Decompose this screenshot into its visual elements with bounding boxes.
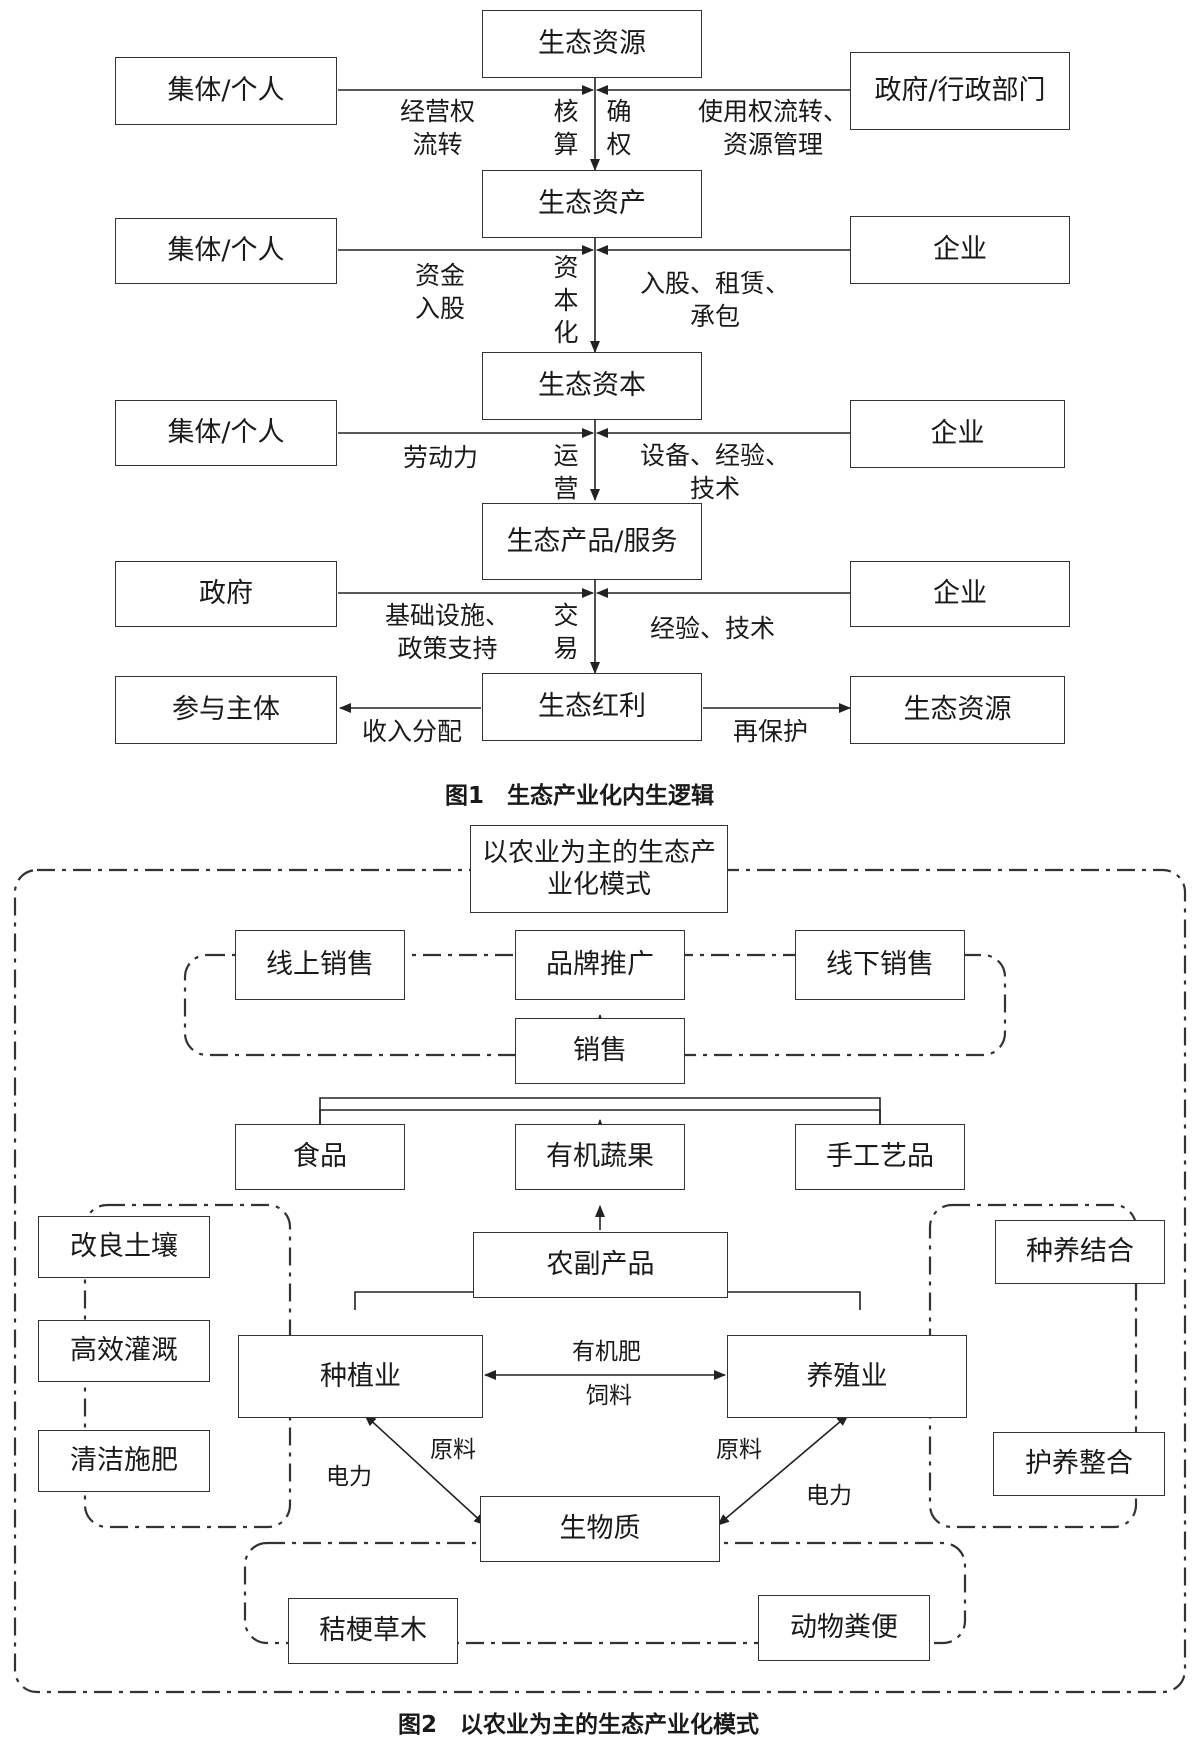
row2-right-actor: 企业 bbox=[850, 216, 1070, 284]
row4-center-label: 交 易 bbox=[553, 601, 579, 663]
row3-right-edge-label: 设备、经验、 技术 bbox=[640, 441, 791, 503]
row2-left-edge-label: 资金 入股 bbox=[415, 261, 466, 323]
practice-efficient-irrigation: 高效灌溉 bbox=[38, 1320, 210, 1382]
row2-right-edge-label: 入股、租赁、 承包 bbox=[640, 269, 791, 331]
row1-center-label-a: 核 算 bbox=[553, 97, 579, 159]
figure1-caption: 图1 生态产业化内生逻辑 bbox=[445, 783, 715, 809]
product-handicraft: 手工艺品 bbox=[795, 1124, 965, 1190]
right-raw-material-label: 原料 bbox=[716, 1437, 762, 1463]
stage-ecological-capital: 生态资本 bbox=[482, 352, 702, 420]
figure2-caption: 图2 以农业为主的生态产业化模式 bbox=[398, 1712, 760, 1738]
row4-right-actor: 企业 bbox=[850, 561, 1070, 627]
biomass-box: 生物质 bbox=[480, 1496, 720, 1562]
row5-right-target: 生态资源 bbox=[850, 676, 1065, 744]
row3-center-label: 运 营 bbox=[553, 441, 579, 503]
planting-box: 种植业 bbox=[238, 1335, 483, 1418]
left-power-label: 电力 bbox=[326, 1464, 372, 1490]
outer-dashdot-frame bbox=[13, 868, 1187, 1694]
stage-ecological-resource: 生态资源 bbox=[482, 10, 702, 78]
row1-right-actor: 政府/行政部门 bbox=[850, 52, 1070, 130]
agri-products-box: 农副产品 bbox=[473, 1232, 728, 1298]
sales-channel-offline: 线下销售 bbox=[795, 930, 965, 1000]
row5-left-edge-label: 收入分配 bbox=[362, 717, 463, 746]
practice-conservation-integration: 护养整合 bbox=[993, 1432, 1165, 1496]
row2-left-actor: 集体/个人 bbox=[115, 218, 337, 284]
row4-right-edge-label: 经验、技术 bbox=[650, 614, 776, 643]
sales-channel-online: 线上销售 bbox=[235, 930, 405, 1000]
sales-channel-brand: 品牌推广 bbox=[515, 930, 685, 1000]
row1-right-edge-label: 使用权流转、 资源管理 bbox=[698, 97, 849, 159]
fig2-title-box: 以农业为主的生态产 业化模式 bbox=[470, 825, 728, 913]
link-label-feed: 饲料 bbox=[586, 1383, 632, 1409]
breeding-box: 养殖业 bbox=[727, 1335, 967, 1418]
stage-ecological-product: 生态产品/服务 bbox=[482, 503, 702, 580]
row4-left-edge-label: 基础设施、 政策支持 bbox=[385, 601, 511, 663]
row1-left-edge-label: 经营权 流转 bbox=[400, 97, 476, 159]
practice-planting-breeding-combined: 种养结合 bbox=[995, 1220, 1165, 1284]
row5-left-target: 参与主体 bbox=[115, 676, 337, 744]
stage-ecological-asset: 生态资产 bbox=[482, 170, 702, 238]
row3-right-actor: 企业 bbox=[850, 400, 1065, 468]
row2-center-label: 资 本 化 bbox=[553, 253, 579, 347]
row3-left-actor: 集体/个人 bbox=[115, 400, 337, 466]
row5-right-edge-label: 再保护 bbox=[733, 717, 809, 746]
stage-ecological-dividend: 生态红利 bbox=[482, 673, 702, 741]
practice-soil-improvement: 改良土壤 bbox=[38, 1216, 210, 1278]
row4-left-actor: 政府 bbox=[115, 561, 337, 627]
sales-box: 销售 bbox=[515, 1018, 685, 1084]
biomass-source-straw: 秸梗草木 bbox=[288, 1598, 458, 1664]
row1-left-actor: 集体/个人 bbox=[115, 57, 337, 125]
biomass-source-manure: 动物粪便 bbox=[758, 1595, 930, 1661]
left-raw-material-label: 原料 bbox=[430, 1437, 476, 1463]
right-power-label: 电力 bbox=[806, 1483, 852, 1509]
practice-clean-fertilization: 清洁施肥 bbox=[38, 1430, 210, 1492]
row1-center-label-b: 确 权 bbox=[606, 97, 632, 159]
link-label-fertilizer: 有机肥 bbox=[572, 1339, 641, 1365]
row3-left-edge-label: 劳动力 bbox=[403, 443, 479, 472]
product-organic-produce: 有机蔬果 bbox=[515, 1124, 685, 1190]
product-food: 食品 bbox=[235, 1124, 405, 1190]
